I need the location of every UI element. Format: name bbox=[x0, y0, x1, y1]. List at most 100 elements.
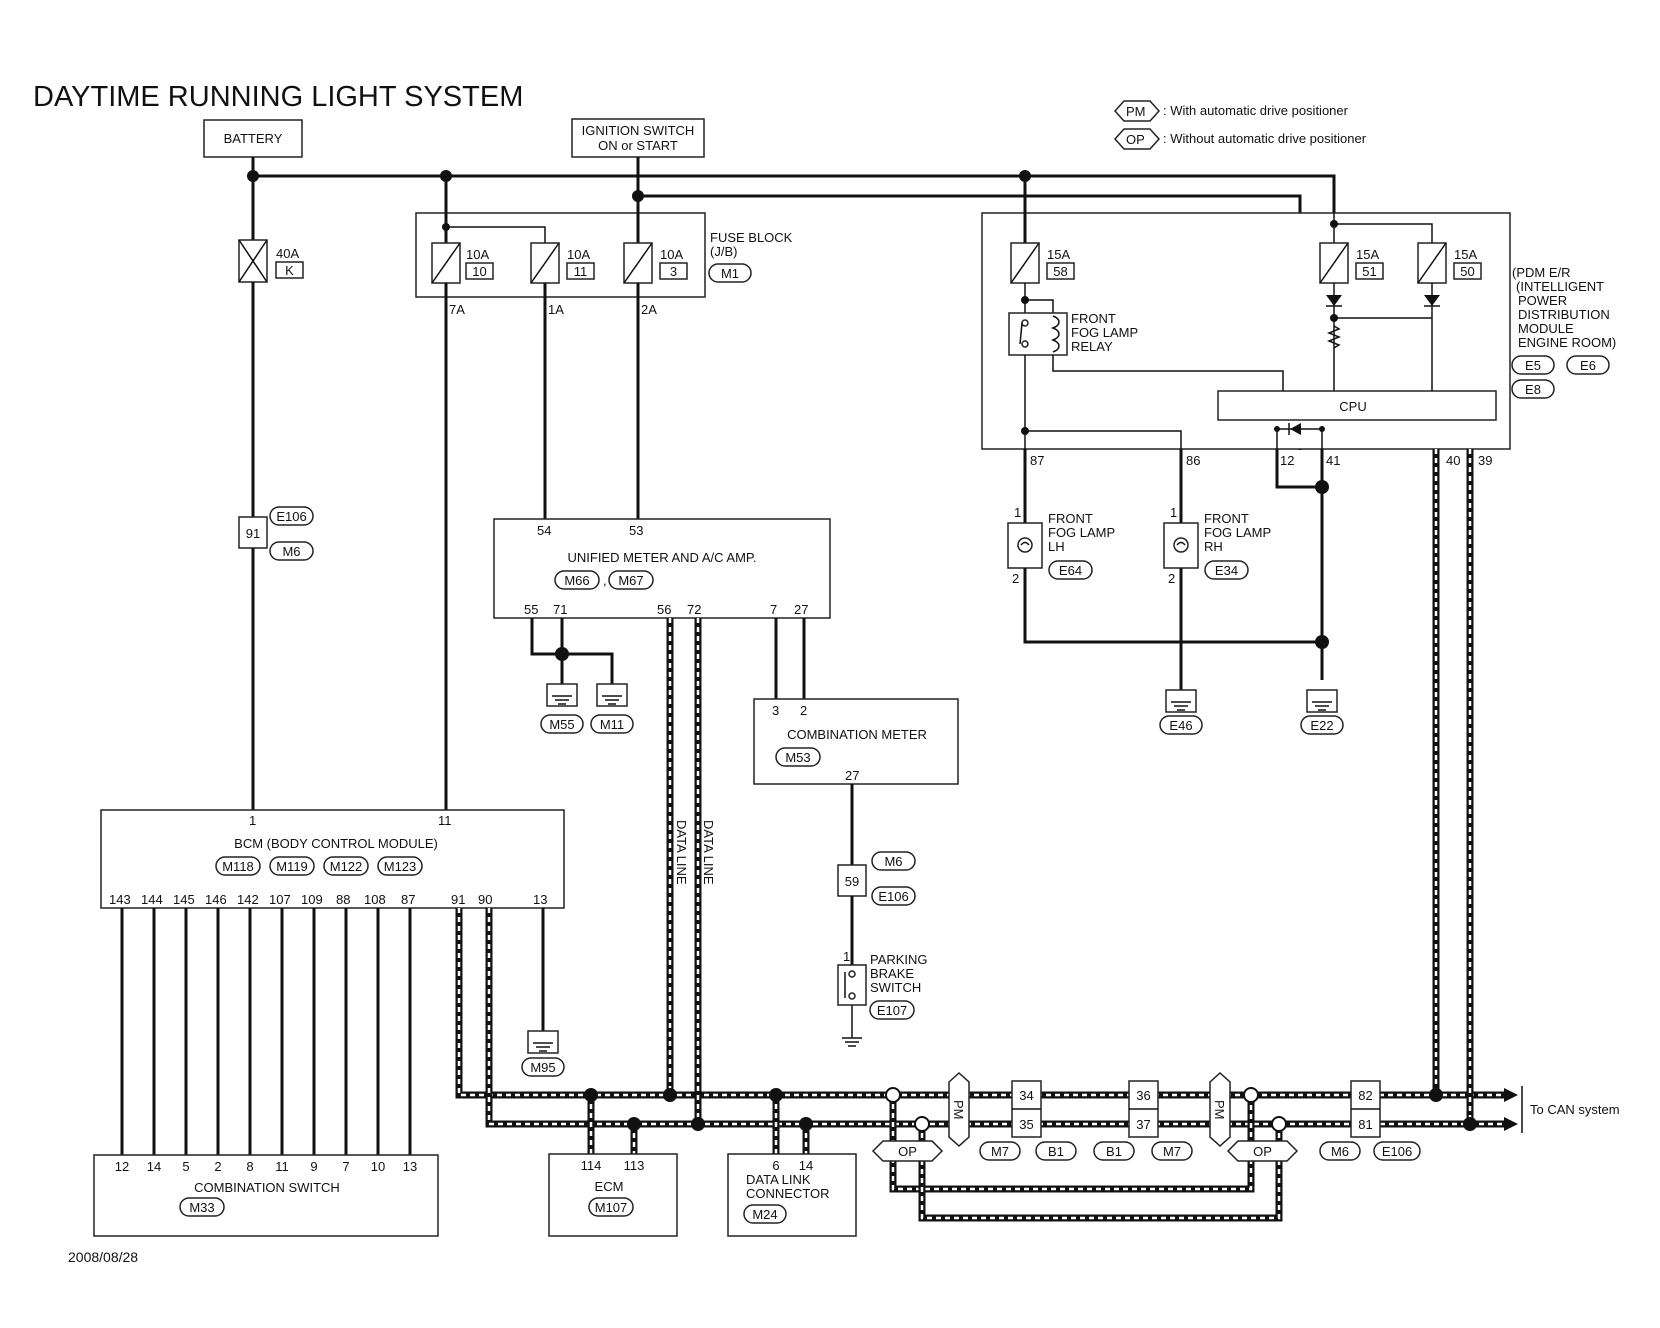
fog-rh-pin1: 1 bbox=[1170, 505, 1177, 520]
unified-pin-53: 53 bbox=[629, 523, 643, 538]
parking-brake-conn: E107 bbox=[877, 1003, 907, 1018]
combination-switch-pin: 12 bbox=[115, 1159, 129, 1174]
legend-op-code: OP bbox=[1126, 132, 1145, 147]
bcm-pin: 109 bbox=[301, 892, 323, 907]
pdm-label-1: (PDM E/R bbox=[1512, 265, 1571, 280]
bcm-conn-m119: M119 bbox=[276, 859, 308, 874]
ground-m55-label: M55 bbox=[549, 717, 574, 732]
bcm-conn-m122: M122 bbox=[330, 859, 363, 874]
diagram-title: DAYTIME RUNNING LIGHT SYSTEM bbox=[33, 81, 523, 113]
fuse-50-id: 50 bbox=[1460, 264, 1474, 279]
op-tag-1: OP bbox=[898, 1144, 917, 1159]
combination-switch-pin: 8 bbox=[246, 1159, 253, 1174]
ecm-label: ECM bbox=[595, 1179, 624, 1194]
bcm-pin: 146 bbox=[205, 892, 227, 907]
parking-brake-label-2: BRAKE bbox=[870, 966, 914, 981]
inline2-conn-a: M6 bbox=[884, 854, 902, 869]
dlc-pin-14: 14 bbox=[799, 1158, 813, 1173]
pdm-label-6: ENGINE ROOM) bbox=[1518, 335, 1616, 350]
relay-label-3: RELAY bbox=[1071, 339, 1113, 354]
combination-switch-box bbox=[93, 1154, 439, 1237]
fog-lh-label-3: LH bbox=[1048, 539, 1065, 554]
ecm-pin-114: 114 bbox=[581, 1158, 602, 1173]
ecm-box bbox=[548, 1153, 678, 1237]
joint2-bottom: 37 bbox=[1136, 1117, 1150, 1132]
inline2-pin: 59 bbox=[845, 874, 859, 889]
bcm-pin: 107 bbox=[269, 892, 291, 907]
unified-conn-m67: M67 bbox=[618, 573, 643, 588]
battery-label: BATTERY bbox=[224, 131, 283, 146]
unified-pin-7: 7 bbox=[770, 602, 777, 617]
bcm-label: BCM (BODY CONTROL MODULE) bbox=[234, 836, 438, 851]
fuse-10-out: 7A bbox=[449, 302, 465, 317]
inline2-conn-b: E106 bbox=[878, 889, 908, 904]
combination-meter-pin-2: 2 bbox=[800, 703, 807, 718]
ignition-switch-label-2: ON or START bbox=[598, 138, 678, 153]
bcm-pin: 91 bbox=[451, 892, 465, 907]
inline1-pin: 91 bbox=[246, 526, 260, 541]
combination-switch-pin: 13 bbox=[403, 1159, 417, 1174]
bcm-pin: 87 bbox=[401, 892, 415, 907]
ground-e46 bbox=[1165, 689, 1197, 713]
bcm-pin: 90 bbox=[478, 892, 492, 907]
ground-m55 bbox=[546, 683, 578, 707]
unified-pin-54: 54 bbox=[537, 523, 551, 538]
combination-meter-pin-3: 3 bbox=[772, 703, 779, 718]
pdm-label-2: (INTELLIGENT bbox=[1516, 279, 1604, 294]
dlc-pin-6: 6 bbox=[772, 1158, 779, 1173]
fog-rh-conn: E34 bbox=[1215, 563, 1238, 578]
unified-meter-label: UNIFIED METER AND A/C AMP. bbox=[567, 550, 756, 565]
fog-lh-pin1: 1 bbox=[1014, 505, 1021, 520]
svg-text:,: , bbox=[603, 573, 607, 588]
parking-brake-pin: 1 bbox=[843, 949, 850, 964]
fuse-10-id: 10 bbox=[472, 264, 486, 279]
relay-label-1: FRONT bbox=[1071, 311, 1116, 326]
ground-m11-label: M11 bbox=[600, 717, 624, 732]
pdm-label-4: DISTRIBUTION bbox=[1518, 307, 1610, 322]
legend-op-text: : Without automatic drive positioner bbox=[1163, 131, 1367, 146]
fog-lh-label-2: FOG LAMP bbox=[1048, 525, 1115, 540]
combination-switch-label: COMBINATION SWITCH bbox=[194, 1180, 340, 1195]
dlc-label-2: CONNECTOR bbox=[746, 1186, 830, 1201]
fuse-3-id: 3 bbox=[670, 264, 677, 279]
fog-rh-label-2: FOG LAMP bbox=[1204, 525, 1271, 540]
ignition-switch-label-1: IGNITION SWITCH bbox=[582, 123, 695, 138]
pdm-pin-86: 86 bbox=[1186, 453, 1200, 468]
fog-rh-label-1: FRONT bbox=[1204, 511, 1249, 526]
bcm-pin: 88 bbox=[336, 892, 350, 907]
combination-meter-pin-27: 27 bbox=[845, 768, 859, 783]
bcm-conn-m118: M118 bbox=[222, 859, 254, 874]
battery-box bbox=[203, 119, 303, 158]
joint3-conn-a: M6 bbox=[1331, 1144, 1349, 1159]
fuse-11-id: 11 bbox=[574, 264, 588, 279]
joint2-top: 36 bbox=[1136, 1088, 1150, 1103]
combination-switch-pin: 7 bbox=[342, 1159, 349, 1174]
pdm-pin-12: 12 bbox=[1280, 453, 1294, 468]
parking-brake-label-1: PARKING bbox=[870, 952, 928, 967]
combination-switch-pin: 10 bbox=[371, 1159, 385, 1174]
unified-pin-72: 72 bbox=[687, 602, 701, 617]
joint3-bottom: 81 bbox=[1358, 1117, 1372, 1132]
unified-pin-71: 71 bbox=[553, 602, 567, 617]
ground-e46-label: E46 bbox=[1169, 718, 1192, 733]
unified-meter-box bbox=[493, 518, 831, 619]
fuse-block-label-2: (J/B) bbox=[710, 244, 737, 259]
bcm-pin: 142 bbox=[237, 892, 259, 907]
bcm-bottom-pins: 143 144 145 146 142 107 109 88 108 87 91… bbox=[109, 892, 547, 907]
fog-rh-pin2: 2 bbox=[1168, 571, 1175, 586]
unified-pin-56: 56 bbox=[657, 602, 671, 617]
combination-switch-pin: 11 bbox=[275, 1159, 289, 1174]
ecm-pin-113: 113 bbox=[624, 1158, 645, 1173]
op-tag-2: OP bbox=[1253, 1144, 1272, 1159]
bcm-pin-11: 11 bbox=[438, 813, 452, 828]
diagram-date: 2008/08/28 bbox=[68, 1249, 138, 1265]
combination-switch-pins: 12 14 5 2 8 11 9 7 10 13 bbox=[115, 1159, 417, 1174]
joint3-top: 82 bbox=[1358, 1088, 1372, 1103]
fuse-block-label-1: FUSE BLOCK bbox=[710, 230, 793, 245]
cpu-box bbox=[1217, 390, 1497, 421]
pdm-pin-41: 41 bbox=[1326, 453, 1340, 468]
fuse-k-id: K bbox=[285, 263, 294, 278]
fuse-3-amp: 10A bbox=[660, 247, 683, 262]
bcm-pin-1: 1 bbox=[249, 813, 256, 828]
